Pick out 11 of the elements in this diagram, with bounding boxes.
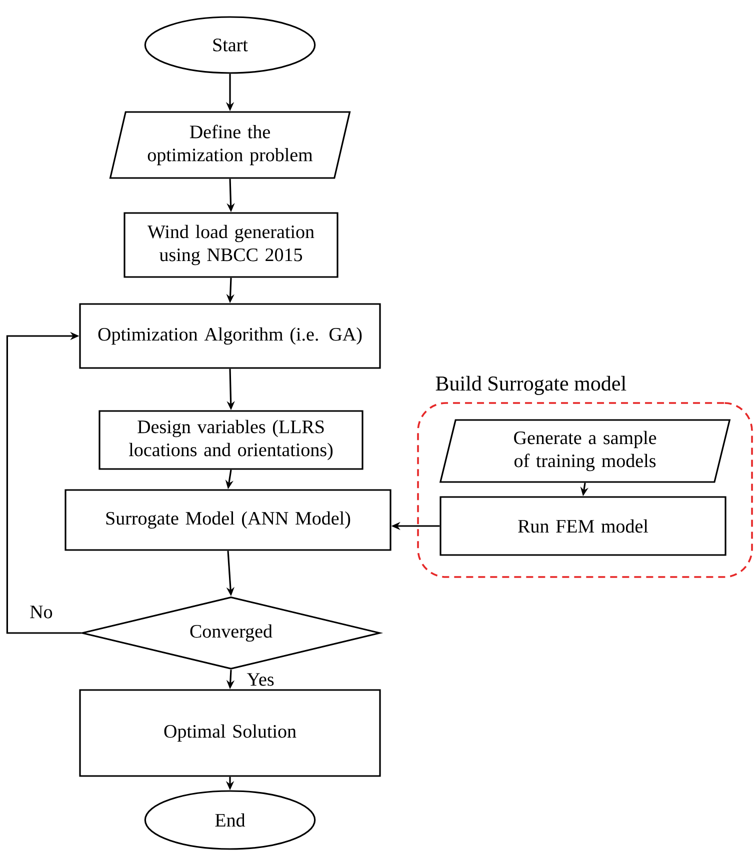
process-box: Wind load generation using NBCC 2015 <box>124 212 338 278</box>
process-box: Optimization Algorithm (i.e. GA) <box>79 303 381 369</box>
input-parallelogram: Define the optimization problem <box>109 111 351 179</box>
node-label: Build Surrogate model <box>436 376 626 395</box>
process-box: Optimal Solution <box>79 689 381 777</box>
arrow <box>6 332 82 634</box>
process-box: Surrogate Model (ANN Model) <box>64 489 392 551</box>
edge-label: No <box>28 604 54 620</box>
process-box: Design variables (LLRS locations and orientations) <box>98 410 364 470</box>
edge-label: Yes <box>246 672 276 687</box>
process-box: Run FEM model <box>440 496 726 556</box>
